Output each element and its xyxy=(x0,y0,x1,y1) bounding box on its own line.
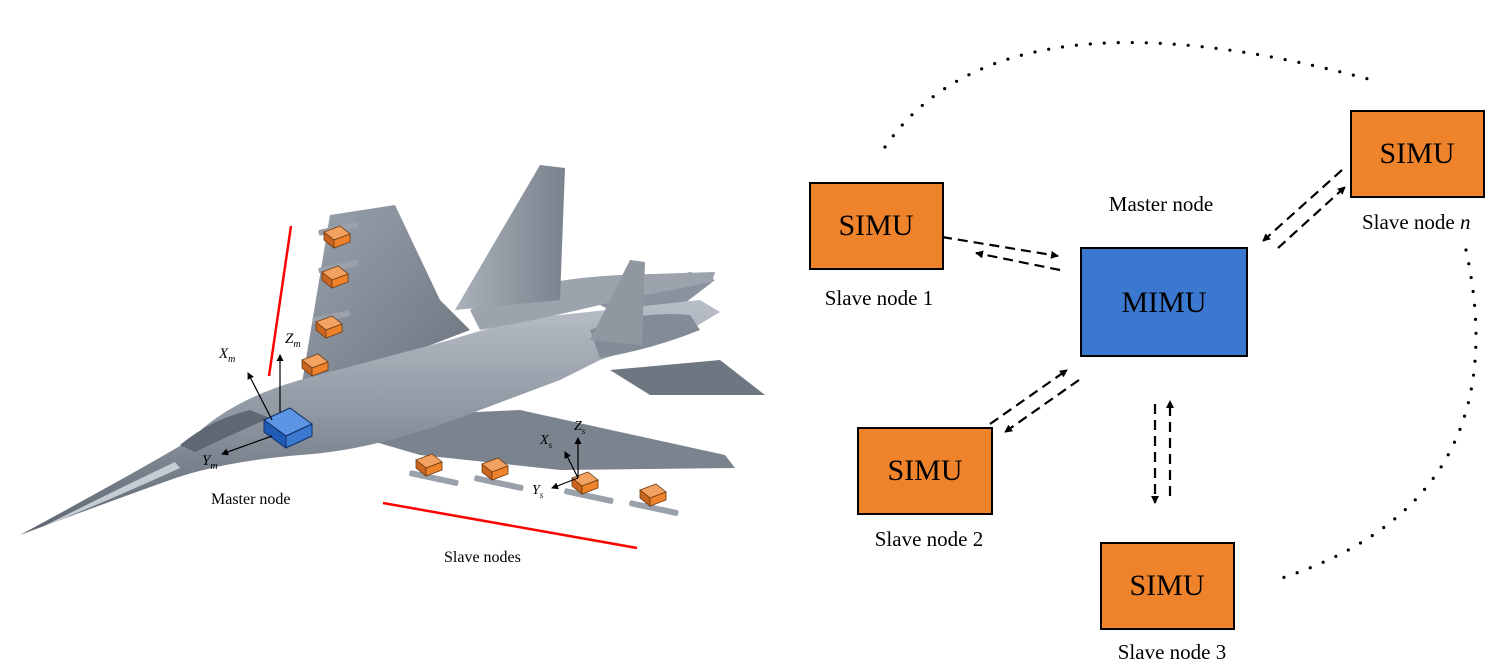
slave-cube-icon xyxy=(415,453,443,477)
slave-nodes-bracket-lower xyxy=(382,501,638,550)
slave-cube-icon xyxy=(315,315,343,339)
aircraft-canopy xyxy=(180,410,270,452)
simu-box-label: SIMU xyxy=(887,454,962,487)
aircraft-fuselage xyxy=(20,300,720,535)
simu-box-label: SIMU xyxy=(1129,569,1204,602)
master-axes xyxy=(221,354,284,456)
master-node: Master node MIMU xyxy=(1080,192,1248,357)
slave-axis-z-label: Zs xyxy=(574,419,586,436)
network-topology: SIMU Slave node 1 SIMU Slave node 2 SIMU… xyxy=(809,40,1485,663)
arrow-slaven-to-master xyxy=(1262,169,1343,242)
simu-box xyxy=(1350,110,1485,198)
slave-node-caption: Slave node 2 xyxy=(875,527,983,551)
dotted-arc-right xyxy=(1280,248,1478,580)
slave-axes xyxy=(551,437,582,490)
master-cube-icon xyxy=(263,407,313,449)
simu-box xyxy=(809,182,944,270)
aircraft-illustration: Xm Zm Ym Xs Zs Ys Master node Slave node… xyxy=(20,165,765,566)
mimu-box xyxy=(1080,247,1248,357)
master-node-caption: Master node xyxy=(1109,192,1213,216)
slave-node-3: SIMU Slave node 3 xyxy=(1100,542,1235,663)
slave-cube-icon xyxy=(639,483,667,507)
aircraft-slave-cubes xyxy=(301,225,667,507)
simu-box-label: SIMU xyxy=(838,209,913,242)
slave-nodes-bracket-upper xyxy=(267,225,293,377)
slave-node-n: SIMU Slave node n xyxy=(1350,110,1485,234)
slave-cube-icon xyxy=(571,471,599,495)
master-axis-y-label: Ym xyxy=(202,453,218,472)
aircraft-master-node-label: Master node xyxy=(211,491,291,508)
aircraft-engine-upper xyxy=(470,272,715,330)
master-axis-z-label: Zm xyxy=(285,331,301,350)
slave-axis-x-label: Xs xyxy=(539,433,553,450)
arrow-slave1-to-master xyxy=(941,235,1059,259)
arrow-master-to-slave2 xyxy=(1004,379,1080,433)
slave-node-caption: Slave node n xyxy=(1362,210,1470,234)
simu-box xyxy=(1100,542,1235,630)
slave-axis-y-label: Ys xyxy=(532,483,544,500)
aircraft-stabilizer-bottom xyxy=(610,360,765,395)
slave-cube-icon xyxy=(301,353,329,377)
mimu-box-label: MIMU xyxy=(1121,286,1206,319)
slave-cube-icon xyxy=(323,225,351,249)
master-axis-x-label: Xm xyxy=(218,346,235,365)
simu-box-label: SIMU xyxy=(1379,137,1454,170)
arrow-master-to-slave1 xyxy=(975,250,1061,272)
slave-node-1: SIMU Slave node 1 xyxy=(809,182,944,310)
slave-node-caption: Slave node 3 xyxy=(1118,640,1226,663)
aircraft-slave-nodes-label: Slave nodes xyxy=(444,549,521,566)
slave-node-caption: Slave node 1 xyxy=(825,286,933,310)
slave-node-2: SIMU Slave node 2 xyxy=(857,427,993,551)
aircraft-fin-left xyxy=(455,165,565,310)
link-arrows xyxy=(941,169,1346,504)
aircraft-far-wing xyxy=(300,205,470,395)
simu-box xyxy=(857,427,993,515)
dotted-arc-top xyxy=(883,40,1374,149)
aircraft-nose-highlight xyxy=(40,462,180,528)
arrow-slave2-to-master xyxy=(989,369,1068,425)
slave-cube-icon xyxy=(321,265,349,289)
aircraft-fin-right xyxy=(590,260,645,345)
slave-cube-icon xyxy=(481,457,509,481)
